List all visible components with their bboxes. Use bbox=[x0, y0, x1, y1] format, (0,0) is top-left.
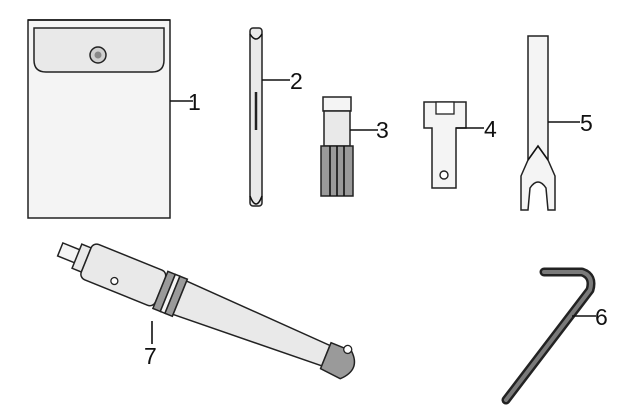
label-4: 4 bbox=[484, 116, 497, 142]
label-3: 3 bbox=[376, 117, 389, 143]
part-7-grease-gun bbox=[56, 241, 356, 380]
part-4-box-wrench bbox=[423, 101, 484, 189]
part-2-screwdriver-handle bbox=[249, 27, 290, 207]
label-6: 6 bbox=[595, 304, 608, 330]
label-2: 2 bbox=[290, 68, 303, 94]
part-6-hex-key bbox=[501, 267, 596, 405]
label-7: 7 bbox=[144, 343, 157, 369]
part-5-forked-tool bbox=[520, 35, 580, 211]
part-1-tool-pouch bbox=[27, 19, 193, 219]
label-1: 1 bbox=[188, 89, 201, 115]
label-5: 5 bbox=[580, 110, 593, 136]
part-3-socket-wrench bbox=[320, 96, 378, 197]
